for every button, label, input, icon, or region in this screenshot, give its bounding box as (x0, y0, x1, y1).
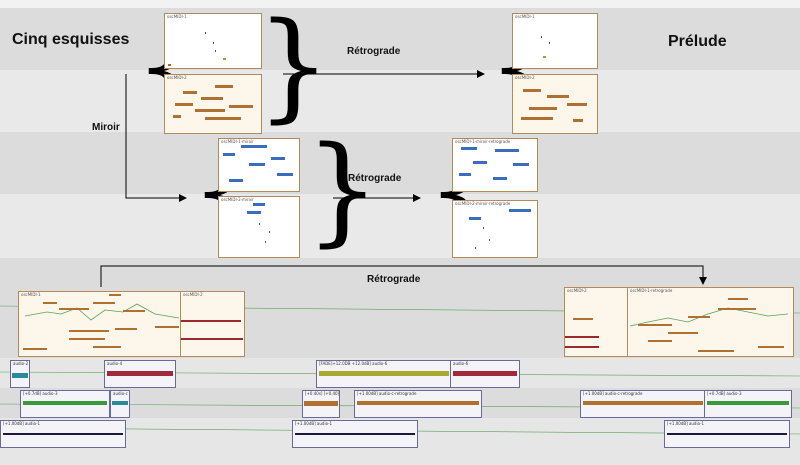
patch-title: oscMIDI-2 (515, 75, 535, 80)
audio-track[interactable]: [+0.7dB] audio-3 (20, 390, 110, 418)
track-title: audio-6 (453, 361, 469, 366)
patch-notes (521, 89, 587, 122)
seq-title: oscMIDI-2 (183, 292, 203, 297)
track-title: [+0.7dB] audio-3 (707, 391, 742, 396)
patch-osc1[interactable]: oscMIDI-1 (164, 13, 262, 69)
title-right: Prélude (668, 33, 727, 50)
waveform (295, 433, 415, 435)
waveform (107, 371, 173, 376)
track-title: [+1.00dB] audio-c-retrograde (357, 391, 417, 396)
waveform (707, 401, 789, 405)
track-title: [FADE]+12.0DB +12.0dB] audio-6 (319, 361, 388, 366)
band-4 (0, 132, 800, 194)
track-title: [+1.00dB] audio-1 (3, 421, 41, 426)
waveform (667, 433, 787, 435)
patch-osc1-miroir-retro[interactable]: oscMIDI-1-miroir-retrograde (452, 138, 538, 192)
track-title: [+0.40s] [+0.40] (305, 391, 340, 396)
band-1 (0, 0, 800, 8)
audio-track[interactable]: audio-4 (104, 360, 176, 388)
track-title: audio-2 (13, 361, 29, 366)
audio-track[interactable]: [+1.00dB] audio-1 (292, 420, 418, 448)
label-retrograde-mid: Rétrograde (348, 173, 402, 184)
track-title: [+0.7dB] audio-3 (23, 391, 58, 396)
waveform (357, 401, 479, 405)
waveform (583, 401, 703, 405)
audio-track[interactable]: [+1.00dB] audio-1 (664, 420, 790, 448)
patch-notes (168, 32, 226, 66)
waveform (3, 433, 123, 435)
waveform (453, 371, 517, 376)
brace-right-1: } (256, 0, 332, 134)
label-retrograde-bottom: Rétrograde (367, 274, 421, 285)
patch-title: oscMIDI-1-miroir-retrograde (455, 139, 511, 144)
track-title: [+1.00dB] audio-c-retrograde (583, 391, 643, 396)
waveform (304, 401, 338, 406)
patch-osc2[interactable]: oscMIDI-2 (164, 74, 262, 134)
patch-osc2-retro[interactable]: oscMIDI-2 (512, 74, 598, 134)
audio-track[interactable]: [FADE]+12.0DB +12.0dB] audio-6 (316, 360, 452, 388)
patch-title: oscMIDI-2-miroir-retrograde (455, 201, 511, 206)
patch-osc2-miroir-retro[interactable]: oscMIDI-2-miroir-retrograde (452, 200, 538, 258)
patch-notes (247, 203, 270, 243)
band-2 (0, 8, 800, 70)
track-title: [+1.00dB] audio-1 (667, 421, 705, 426)
patch-notes (223, 145, 293, 182)
seq-notes (565, 318, 599, 348)
track-title: audio-4 (107, 361, 123, 366)
audio-track[interactable]: [+0.7dB] audio-3 (704, 390, 792, 418)
patch-osc1-retro[interactable]: oscMIDI-1 (512, 13, 598, 69)
track-title: audio-c (113, 391, 128, 396)
audio-track[interactable]: [+1.00dB] audio-c-retrograde (580, 390, 706, 418)
seq-notes (23, 294, 180, 350)
patch-osc2-miroir[interactable]: oscMIDI-2-miroir (218, 196, 300, 258)
seq-title: oscMIDI-2 (567, 288, 587, 293)
label-miroir: Miroir (92, 122, 120, 133)
seq-title: oscMIDI-1-retrograde (630, 288, 673, 293)
seq-title: oscMIDI-1 (21, 292, 41, 297)
patch-notes (541, 36, 550, 58)
seq-notes (181, 320, 243, 340)
audio-track[interactable]: audio-c (110, 390, 130, 418)
timeline-seq-a1[interactable]: oscMIDI-1 (18, 291, 182, 357)
audio-track[interactable]: [+0.40s] [+0.40] (302, 390, 340, 418)
patch-title: oscMIDI-1 (515, 14, 535, 19)
waveform (112, 401, 128, 405)
patch-title: oscMIDI-1 (167, 14, 187, 19)
audio-track[interactable]: [+1.00dB] audio-1 (0, 420, 126, 448)
waveform (319, 371, 449, 376)
patch-notes (173, 85, 253, 120)
patch-osc1-miroir[interactable]: oscMIDI-1-miroir (218, 138, 300, 192)
track-title: [+1.00dB] audio-1 (295, 421, 333, 426)
waveform (23, 401, 107, 405)
audio-track[interactable]: [+1.00dB] audio-c-retrograde (354, 390, 482, 418)
timeline-seq-b1[interactable]: oscMIDI-2 (564, 287, 629, 357)
audio-track[interactable]: audio-2 (10, 360, 30, 388)
brace-right-3: } (305, 120, 381, 258)
timeline-seq-a2[interactable]: oscMIDI-2 (180, 291, 245, 357)
waveform (12, 373, 28, 378)
audio-track[interactable]: audio-6 (450, 360, 520, 388)
title-left: Cinq esquisses (12, 31, 130, 48)
timeline-seq-b2[interactable]: oscMIDI-1-retrograde (627, 287, 794, 357)
patch-title: oscMIDI-1-miroir (221, 139, 254, 144)
patch-title: oscMIDI-2-miroir (221, 197, 254, 202)
band-3 (0, 70, 800, 132)
patch-notes (459, 147, 529, 180)
label-retrograde-top: Rétrograde (347, 46, 401, 57)
seq-notes (629, 298, 789, 352)
patch-title: oscMIDI-2 (167, 75, 187, 80)
band-5 (0, 194, 800, 258)
patch-notes (469, 209, 531, 249)
